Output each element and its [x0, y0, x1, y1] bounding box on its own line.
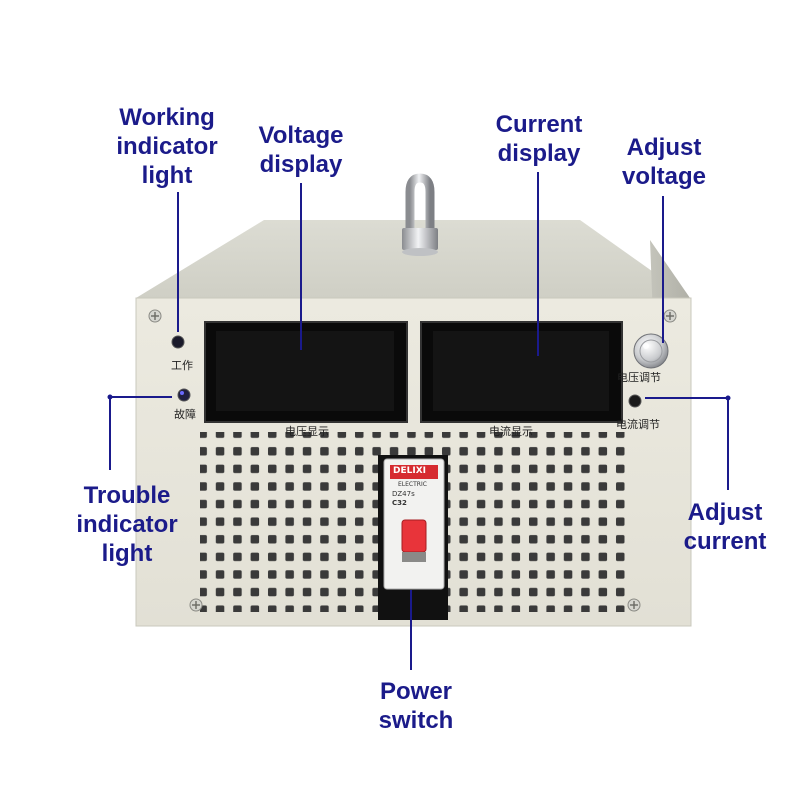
panel-label-fault: 故障 [174, 408, 196, 421]
led-icon [177, 388, 191, 402]
callout-power-switch: Power switch [378, 678, 454, 734]
callout-adjust-voltage: Adjust voltage [621, 134, 707, 190]
screw-icon [148, 309, 162, 323]
screw-icon [189, 598, 203, 612]
callout-working-indicator-light: Working indicator light [116, 104, 218, 189]
leader-lines [109, 172, 729, 670]
knob-icon[interactable] [633, 333, 669, 369]
power-switch[interactable] [378, 455, 448, 620]
callout-current-display: Current display [495, 111, 583, 167]
panel-label-voltage-adjust: 电压调节 [617, 371, 661, 384]
breaker-brand: DELIXI [393, 466, 426, 476]
callout-voltage-display: Voltage display [258, 122, 344, 178]
breaker-model: DZ47s [392, 490, 415, 498]
panel-label-voltage-display: 电压显示 [285, 425, 329, 438]
housing-top [136, 220, 690, 298]
callout-adjust-current: Adjust current [683, 499, 767, 555]
led-icon [628, 394, 642, 408]
breaker-rating: C32 [392, 499, 407, 507]
callout-trouble-indicator-light: Trouble indicator light [76, 482, 178, 567]
screw-icon [663, 309, 677, 323]
breaker-sub: ELECTRIC [398, 481, 427, 488]
breaker-lever[interactable] [401, 519, 427, 553]
screw-icon [627, 598, 641, 612]
panel-label-current-adjust: 电流调节 [616, 418, 660, 431]
panel-label-current-display: 电流显示 [489, 425, 533, 438]
panel-label-work: 工作 [171, 359, 193, 372]
handle-icon [402, 173, 438, 256]
led-icon [171, 335, 185, 349]
